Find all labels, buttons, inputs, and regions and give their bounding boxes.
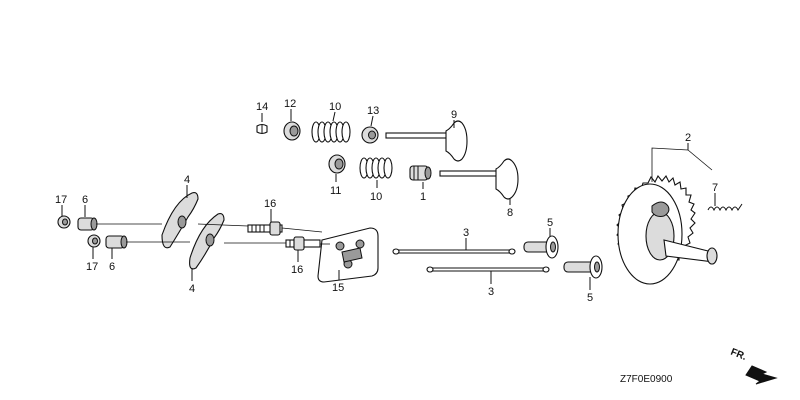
nut-upper bbox=[57, 215, 71, 229]
arrow-right-icon bbox=[745, 365, 778, 385]
callout-7: 7 bbox=[712, 182, 718, 194]
valve-cotter-part bbox=[256, 123, 268, 135]
callout-12: 12 bbox=[284, 98, 296, 110]
stud-bolt-lower bbox=[285, 236, 321, 251]
callout-14: 14 bbox=[256, 101, 268, 113]
callout-17-upper: 17 bbox=[55, 194, 67, 206]
callout-10-lower: 10 bbox=[370, 191, 382, 203]
callout-16-lower: 16 bbox=[291, 264, 303, 276]
retainer-lower-part bbox=[328, 154, 346, 174]
callout-2: 2 bbox=[685, 132, 691, 144]
stem-seal-part bbox=[361, 126, 379, 144]
pivot-upper bbox=[77, 217, 98, 231]
push-rod-lower bbox=[426, 266, 550, 273]
callout-11: 11 bbox=[330, 185, 341, 197]
callout-leaders bbox=[61, 109, 716, 290]
callout-4-upper: 4 bbox=[184, 174, 190, 186]
spring-retainer-part bbox=[283, 121, 301, 141]
callout-15: 15 bbox=[332, 282, 344, 294]
rocker-arm-lower bbox=[189, 213, 225, 270]
nut-lower bbox=[87, 234, 101, 248]
callout-16-upper: 16 bbox=[264, 198, 276, 210]
callout-5-upper: 5 bbox=[547, 217, 553, 229]
callout-1: 1 bbox=[420, 191, 426, 203]
stem-seal-1-part bbox=[409, 165, 432, 181]
guide-plate-part bbox=[317, 227, 379, 283]
assembly-axis-lines bbox=[96, 147, 713, 245]
rocker-arm-upper bbox=[161, 192, 199, 249]
stud-bolt-upper bbox=[247, 221, 283, 236]
callout-6-upper: 6 bbox=[82, 194, 88, 206]
camshaft-gear-part bbox=[616, 174, 718, 285]
front-label: FR. bbox=[729, 347, 748, 363]
callout-9: 9 bbox=[451, 109, 457, 121]
callout-numbers: 14 12 10 13 9 11 10 1 8 2 7 4 4 16 16 15… bbox=[55, 98, 718, 304]
callout-8: 8 bbox=[507, 207, 513, 219]
decompressor-spring-part bbox=[707, 203, 743, 212]
push-rod-upper bbox=[392, 248, 516, 255]
callout-4-lower: 4 bbox=[189, 283, 195, 295]
figure-code: Z7F0E0900 bbox=[620, 374, 673, 385]
pivot-lower bbox=[105, 235, 128, 249]
callout-17-lower: 17 bbox=[86, 261, 98, 273]
callout-6-lower: 6 bbox=[109, 261, 115, 273]
exhaust-valve-part bbox=[385, 120, 468, 162]
intake-valve-part bbox=[439, 158, 519, 200]
callout-13: 13 bbox=[367, 105, 379, 117]
tappet-lower bbox=[563, 255, 603, 279]
valve-spring-lower bbox=[359, 157, 393, 179]
callout-5-lower: 5 bbox=[587, 292, 593, 304]
valve-spring-upper bbox=[311, 121, 351, 143]
front-direction-arrow: FR. bbox=[729, 347, 778, 385]
callout-3-upper: 3 bbox=[463, 227, 469, 239]
tappet-upper bbox=[523, 235, 559, 259]
callout-3-lower: 3 bbox=[488, 286, 494, 298]
callout-10-upper: 10 bbox=[329, 101, 341, 113]
